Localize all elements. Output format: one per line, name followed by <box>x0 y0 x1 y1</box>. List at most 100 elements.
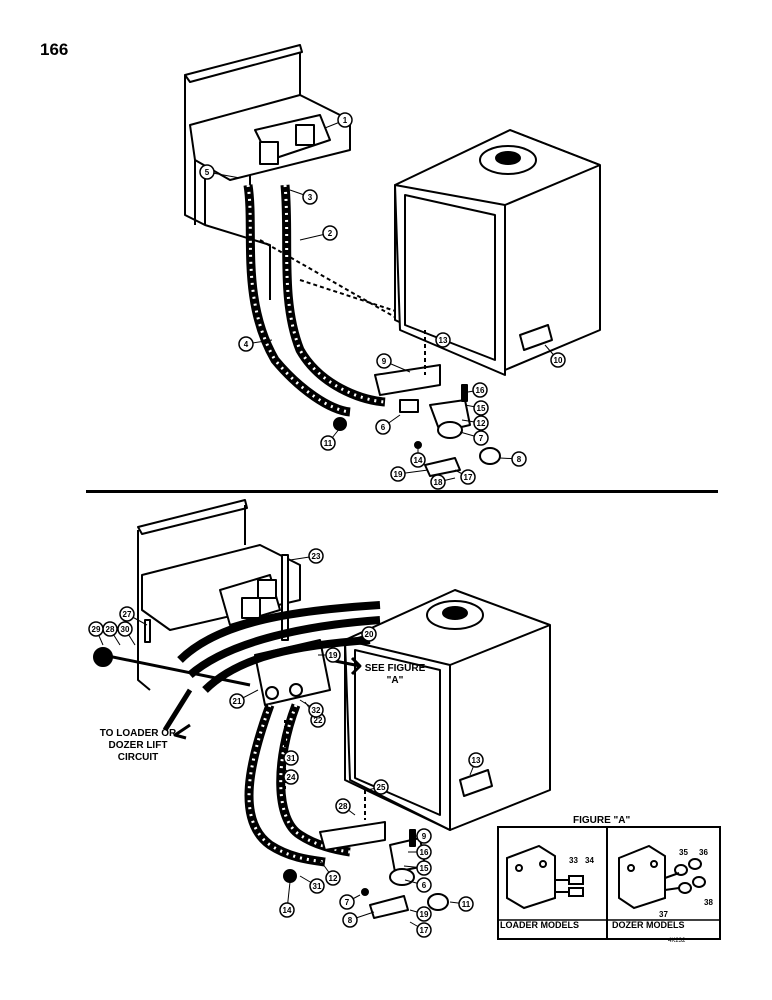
top-callout-9: 16 <box>467 382 488 398</box>
top-callout-label: 8 <box>517 455 522 464</box>
top-callout-label: 3 <box>308 193 313 202</box>
figure-a-callout: 38 <box>704 898 713 907</box>
bottom-callout-5: 30 <box>117 621 136 646</box>
top-callout-10: 15 <box>464 400 489 416</box>
bottom-callout-label: 30 <box>121 625 130 634</box>
figure-a-title: FIGURE "A" <box>570 815 634 826</box>
top-callout-label: 17 <box>464 473 473 482</box>
bottom-callout-label: 22 <box>314 716 323 725</box>
top-callout-17: 19 <box>390 466 429 482</box>
top-callout-18: 17 <box>454 469 476 485</box>
top-callout-label: 12 <box>477 419 486 428</box>
bottom-callout-22: 7 <box>339 894 361 910</box>
top-callout-label: 5 <box>205 168 210 177</box>
top-callout-16: 8 <box>499 451 527 467</box>
loader-models-caption: LOADER MODELS <box>500 920 580 930</box>
top-callout-label: 19 <box>394 470 403 479</box>
top-callout-label: 2 <box>328 229 333 238</box>
bottom-callout-24: 11 <box>449 896 474 912</box>
bottom-callout-21: 6 <box>404 877 432 893</box>
top-callout-13: 11 <box>320 427 341 451</box>
bottom-callout-label: 9 <box>422 832 427 841</box>
bottom-callout-11: 31 <box>283 749 299 766</box>
top-callout-4: 2 <box>299 225 338 241</box>
bottom-callout-label: 31 <box>287 754 296 763</box>
figure-a-drawing <box>499 828 719 938</box>
dozer-models-caption: DOZER MODELS <box>612 920 685 930</box>
top-callout-12: 6 <box>375 414 401 435</box>
bottom-callout-label: 16 <box>420 848 429 857</box>
bottom-callout-label: 15 <box>420 864 429 873</box>
top-callout-15: 14 <box>410 448 426 468</box>
bottom-callout-8: 21 <box>229 689 259 709</box>
figure-a-callout: 33 <box>569 856 578 865</box>
top-callout-1: 1 <box>324 112 353 129</box>
bottom-callout-6: 20 <box>349 626 377 642</box>
bottom-callout-16: 9 <box>414 828 432 844</box>
see-figure-label: SEE FIGURE "A" <box>364 663 426 686</box>
bottom-callout-label: 29 <box>92 625 101 634</box>
top-callout-label: 18 <box>434 478 443 487</box>
bottom-callout-label: 12 <box>329 874 338 883</box>
bottom-callout-label: 8 <box>348 916 353 925</box>
bottom-callout-label: 14 <box>283 906 292 915</box>
top-callout-label: 14 <box>414 456 423 465</box>
lift-circuit-label: TO LOADER OR DOZER LIFT CIRCUIT <box>99 728 177 763</box>
bottom-callout-label: 23 <box>312 552 321 561</box>
bottom-callout-label: 28 <box>339 802 348 811</box>
bottom-callout-label: 31 <box>313 882 322 891</box>
bottom-callout-label: 17 <box>420 926 429 935</box>
bottom-callout-26: 19 <box>409 906 432 922</box>
top-callout-19: 18 <box>430 474 456 490</box>
bottom-callout-label: 19 <box>420 910 429 919</box>
bottom-callout-20: 31 <box>299 875 325 894</box>
top-callout-5: 4 <box>238 336 273 352</box>
bottom-callout-label: 11 <box>462 900 471 909</box>
bottom-callout-label: 6 <box>422 881 427 890</box>
top-callout-label: 11 <box>324 439 333 448</box>
bottom-callout-25: 8 <box>342 911 375 928</box>
bottom-callout-13: 25 <box>366 779 389 795</box>
top-callout-label: 13 <box>439 336 448 345</box>
bottom-callout-19: 12 <box>319 859 341 886</box>
bottom-callout-label: 28 <box>106 625 115 634</box>
bottom-callout-1: 23 <box>289 548 324 564</box>
bottom-callout-label: 27 <box>123 610 132 619</box>
figure-a-callout: 35 <box>679 848 688 857</box>
top-callout-label: 9 <box>382 357 387 366</box>
bottom-callout-label: 21 <box>233 697 242 706</box>
top-callout-2: 5 <box>199 164 241 180</box>
bottom-callout-label: 7 <box>345 898 350 907</box>
bottom-callout-label: 20 <box>365 630 374 639</box>
bottom-callout-label: 19 <box>329 651 338 660</box>
top-callout-7: 10 <box>544 344 566 368</box>
bottom-callout-12: 24 <box>283 769 299 785</box>
bottom-callout-label: 25 <box>377 783 386 792</box>
top-callout-label: 10 <box>554 356 563 365</box>
bottom-callout-7: 19 <box>318 647 341 663</box>
bottom-callout-18: 15 <box>403 860 432 876</box>
bottom-callout-2: 27 <box>119 606 148 626</box>
figure-a-callout: 37 <box>659 910 668 919</box>
top-callout-label: 6 <box>381 423 386 432</box>
section-divider <box>86 490 718 493</box>
top-callout-label: 4 <box>244 340 249 349</box>
top-callout-8: 13 <box>429 332 451 348</box>
bottom-callout-10: 32 <box>299 699 324 718</box>
top-callout-3: 3 <box>289 189 318 205</box>
top-callout-14: 7 <box>459 430 489 446</box>
bottom-callout-23: 14 <box>279 881 295 918</box>
top-callout-6: 9 <box>376 353 411 373</box>
bottom-callout-27: 17 <box>409 921 432 938</box>
bottom-callout-4: 29 <box>88 621 104 646</box>
bottom-callout-15: 28 <box>335 798 356 816</box>
bottom-callout-14: 13 <box>468 752 484 776</box>
top-callout-11: 12 <box>461 415 489 431</box>
top-callout-label: 16 <box>476 386 485 395</box>
top-callout-label: 7 <box>479 434 484 443</box>
bottom-callout-label: 32 <box>312 706 321 715</box>
